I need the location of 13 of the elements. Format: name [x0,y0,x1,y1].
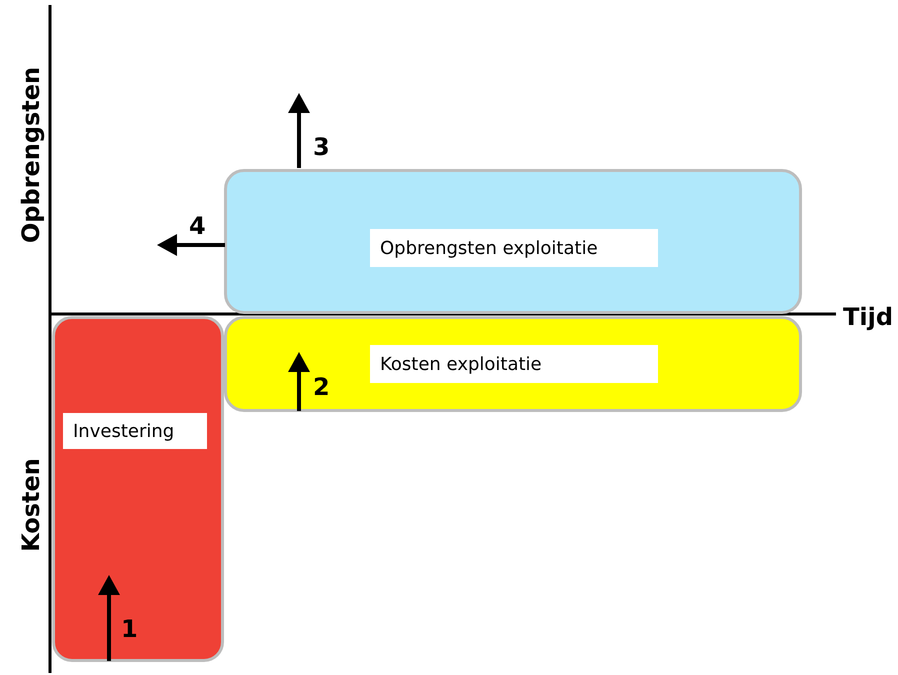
callout-number: 1 [121,617,138,641]
axis-label: Kosten [19,458,43,552]
callout-number: 3 [313,135,330,159]
rounded-box [224,169,802,314]
box-label: Opbrengsten exploitatie [370,229,658,267]
rounded-box [52,316,224,662]
rounded-box [224,316,802,412]
box-label: Kosten exploitatie [370,345,658,383]
callout-number: 2 [313,375,330,399]
callout-number: 4 [189,214,206,238]
axis-label: Opbrengsten [19,66,43,244]
box-label: Investering [63,413,207,449]
axis-label: Tijd [843,305,894,329]
